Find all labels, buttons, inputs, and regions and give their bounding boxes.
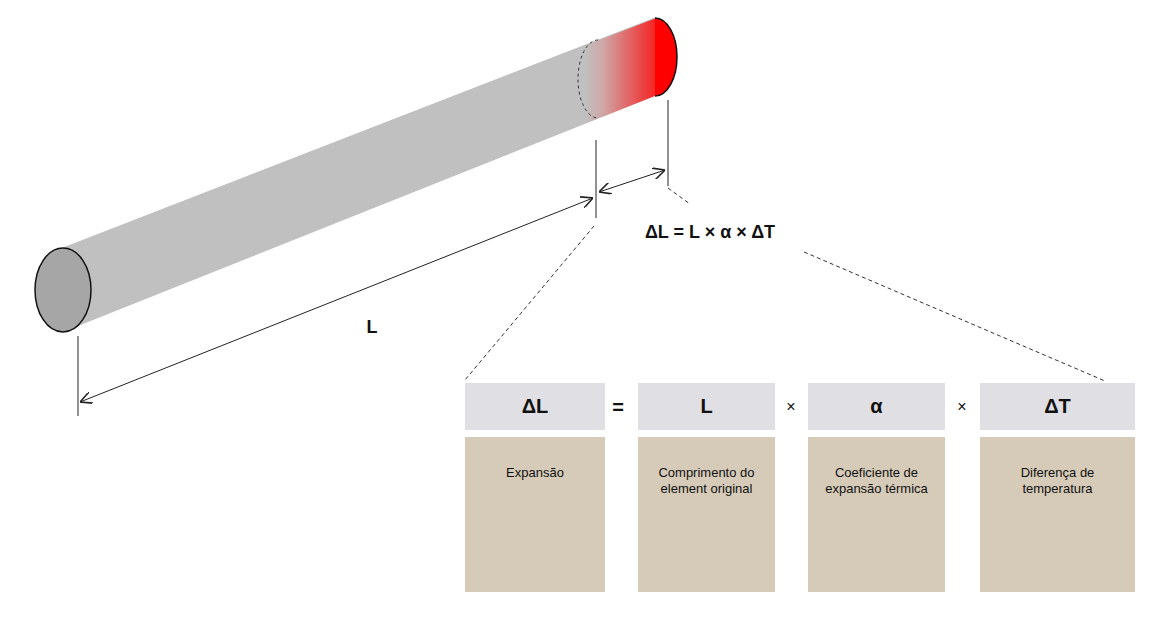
formula: ΔL = L × α × ΔT [643, 222, 777, 243]
rod [35, 18, 677, 332]
leader-lines [465, 188, 1105, 381]
description-text: Diferença de temperatura [988, 465, 1127, 498]
symbol-text: ΔT [1044, 395, 1071, 418]
description-box: Diferença de temperatura [980, 437, 1135, 592]
operator: × [784, 398, 797, 416]
symbol-header: α [808, 383, 945, 430]
dimension-lines [78, 100, 668, 416]
rod-body [63, 18, 655, 332]
description-text: Coeficiente de expansão térmica [816, 465, 937, 498]
symbol-text: L [700, 395, 712, 418]
symbol-header: ΔL [465, 383, 605, 430]
operator: × [955, 398, 968, 416]
symbol-header: ΔT [980, 383, 1135, 430]
symbol-header: L [638, 383, 775, 430]
description-box: Coeficiente de expansão térmica [808, 437, 945, 592]
description-box: Expansão [465, 437, 605, 592]
symbol-text: ΔL [522, 395, 549, 418]
rod-face [35, 248, 91, 332]
description-text: Expansão [506, 465, 564, 481]
rod-hot-end [655, 18, 677, 96]
symbol-text: α [870, 395, 882, 418]
description-box: Comprimento do element original [638, 437, 775, 592]
original-end-line [578, 40, 598, 118]
dimension-label: L [365, 317, 380, 338]
operator: = [610, 396, 626, 419]
description-text: Comprimento do element original [646, 465, 767, 498]
